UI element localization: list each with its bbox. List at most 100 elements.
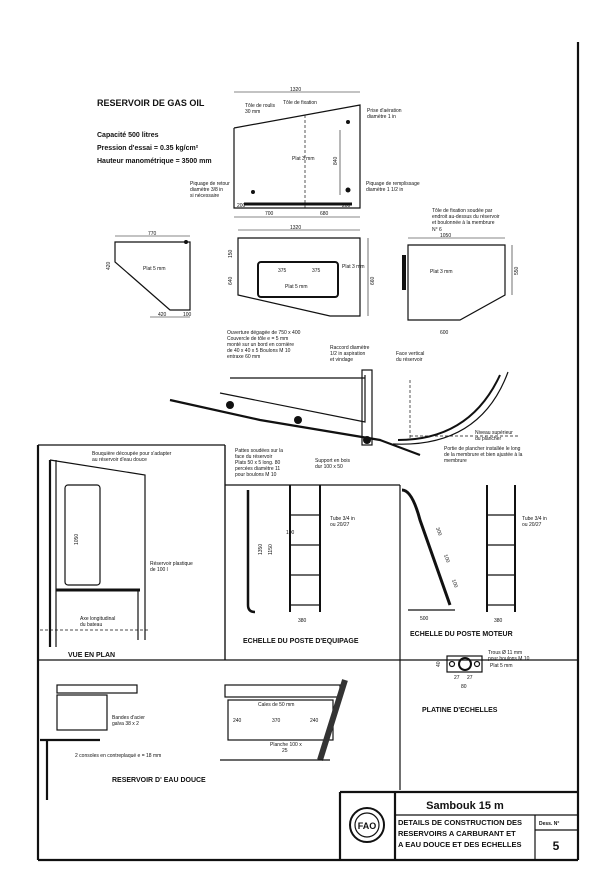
title-block: FAO Sambouk 15 m DETAILS DE CONSTRUCTION… <box>338 790 578 860</box>
gasoil-title: RESERVOIR DE GAS OIL <box>97 98 205 108</box>
dim-100: 100 <box>442 554 451 564</box>
label-piquage-retour-2: diamètre 3/8 in <box>190 187 223 193</box>
sheet-frame <box>36 42 580 862</box>
label-reservoir-plastique: Réservoir plastique <box>150 561 193 567</box>
label-bandes-2: galva 38 x 2 <box>112 721 139 727</box>
label-plat-3mm: Plat 3 mm <box>342 264 365 270</box>
dim-660: 660 <box>370 276 376 285</box>
label-tube: Tube 3/4 in <box>522 516 547 522</box>
dim-100: 100 <box>183 312 192 318</box>
label-face-verticale: Face vertical <box>396 351 424 357</box>
label-ouverture-5: entraxe 60 mm <box>227 354 260 360</box>
dim-100: 100 <box>450 579 459 589</box>
dim-300: 300 <box>434 527 443 537</box>
project-title: Sambouk 15 m <box>426 800 504 812</box>
dim-1150: 1150 <box>268 544 274 555</box>
label-consoles: 2 consoles en contreplaqué e = 18 mm <box>75 753 161 759</box>
fao-logo: FAO <box>349 807 385 843</box>
dim-380: 380 <box>494 618 503 624</box>
label-raccord: Raccord diamètre <box>330 345 370 351</box>
label-tube-2: ou 20/27 <box>522 522 542 528</box>
label-trous: Trous Ø 11 mm <box>488 650 522 656</box>
label-prise-aeration-2: diamètre 1 in <box>367 114 396 120</box>
fresh-water-sections: Bandes d'acier galva 38 x 2 2 consoles e… <box>40 679 348 800</box>
label-portie-3: membrure <box>444 458 467 464</box>
dim-1350: 1350 <box>258 544 264 555</box>
label-support: Support en bois <box>315 458 351 464</box>
dim-200: 200 <box>237 203 246 209</box>
label-tole-soudee: Tôle de fixation soudée par <box>432 208 493 214</box>
label-tole-roulis-2: 30 mm <box>245 109 260 115</box>
label-piquage-remplissage-2: diamètre 1 1/2 in <box>366 187 403 193</box>
label-raccord-3: et vindage <box>330 357 353 363</box>
dim-240: 240 <box>233 718 242 724</box>
dim-500: 500 <box>420 616 429 622</box>
gasoil-head: Hauteur manométrique = 3500 mm <box>97 158 212 165</box>
platine-detail: Trous Ø 11 mm pour boulons M 10 Plat 5 m… <box>422 650 530 714</box>
label-ouverture-4: de 40 x 40 x 5 Boulons M 10 <box>227 348 291 354</box>
label-piquage-remplissage: Piquage de remplissage <box>366 181 420 187</box>
label-ouverture-2: Couvercle de tôle e = 5 mm <box>227 336 288 342</box>
label-prise-aeration: Prise d'aération <box>367 108 402 114</box>
label-piquage-retour-3: si nécessaire <box>190 193 219 199</box>
label-niveau: Niveau supérieur <box>475 430 513 436</box>
dim-100: 100 <box>286 530 295 536</box>
title-vue-en-plan: VUE EN PLAN <box>68 652 115 659</box>
fao-logo-text: FAO <box>358 821 377 831</box>
gasoil-end-view-right: Tôle de fixation soudée par endroit au-d… <box>396 208 520 363</box>
label-bouquiere: Bouquière découpée pour s'adapter <box>92 451 172 457</box>
label-n6: N° 6 <box>432 227 442 233</box>
fresh-water-plan-view: Bouquière découpée pour s'adapter au rés… <box>40 451 193 659</box>
dim-680: 680 <box>320 211 329 217</box>
label-portie: Portie de plancher installée le long <box>444 446 521 452</box>
gasoil-pressure: Pression d'essai = 0.35 kg/cm² <box>97 145 199 152</box>
label-pattes: Pattes soudées sur la <box>235 448 283 454</box>
label-tole-fixation: Tôle de fixation <box>283 100 317 106</box>
drawing-title-line2: RESERVOIRS A CARBURANT ET <box>398 829 516 838</box>
drawing-number: 5 <box>553 839 560 853</box>
label-plat-3mm: Plat 3 mm <box>430 269 453 275</box>
gasoil-end-view-left: 770 420 Plat 5 mm 420 100 <box>106 231 192 318</box>
label-axe-2: du bateau <box>80 622 102 628</box>
dim-380: 380 <box>298 618 307 624</box>
dim-200: 200 <box>342 203 351 209</box>
dim-1320: 1320 <box>290 225 301 231</box>
label-ouverture-3: monté sur un bord en cornière <box>227 342 294 348</box>
dim-27: 27 <box>454 675 460 681</box>
label-support-2: dur 100 x 50 <box>315 464 343 470</box>
title-echelle-equipage: ECHELLE DU POSTE D'EQUIPAGE <box>243 638 359 645</box>
dim-550: 550 <box>514 266 520 275</box>
label-tube-2: ou 20/27 <box>330 522 350 528</box>
dim-1050: 1050 <box>74 534 80 545</box>
label-planche-2: 25 <box>282 748 288 754</box>
label-portie-2: de la membrure et bien ajustée à la <box>444 452 523 458</box>
gasoil-plan-view: 1320 375 375 Plat 3 mm Plat 5 mm 640 660… <box>227 225 376 363</box>
dim-420: 420 <box>106 261 112 270</box>
label-reservoir-plastique-2: de 100 l <box>150 567 168 573</box>
title-echelle-moteur: ECHELLE DU POSTE MOTEUR <box>410 631 513 638</box>
label-face-verticale-2: du réservoir <box>396 357 423 363</box>
dim-370: 370 <box>272 718 281 724</box>
dim-700: 700 <box>265 211 274 217</box>
label-cales: Cales de 50 mm <box>258 702 294 708</box>
gasoil-capacity: Capacité 500 litres <box>97 132 159 139</box>
label-planche: Planche 100 x <box>270 742 302 748</box>
label-niveau-2: du plancher <box>475 436 501 442</box>
label-bandes: Bandes d'acier <box>112 715 145 721</box>
drawing-title-line3: A EAU DOUCE ET DES ECHELLES <box>398 840 522 849</box>
dim-375: 375 <box>312 268 321 274</box>
label-plat-5mm: Plat 5 mm <box>143 266 166 272</box>
label-plat-5mm: Plat 5 mm <box>285 284 308 290</box>
label-tube: Tube 3/4 in <box>330 516 355 522</box>
ladder-moteur: 300 100 100 500 380 Tube 3/4 in ou 20/27… <box>401 485 547 638</box>
dim-640: 640 <box>228 276 234 285</box>
label-axe: Axe longitudinal <box>80 616 115 622</box>
dim-40: 40 <box>436 661 442 667</box>
dim-150: 150 <box>228 249 234 258</box>
dim-1320: 1320 <box>290 87 301 93</box>
dim-375: 375 <box>278 268 287 274</box>
gasoil-installation-section: Pattes soudées sur la face du réservoir … <box>169 369 523 478</box>
dim-600: 600 <box>440 330 449 336</box>
label-tole-soudee-3: et boulonnée à la membrure <box>432 220 495 226</box>
